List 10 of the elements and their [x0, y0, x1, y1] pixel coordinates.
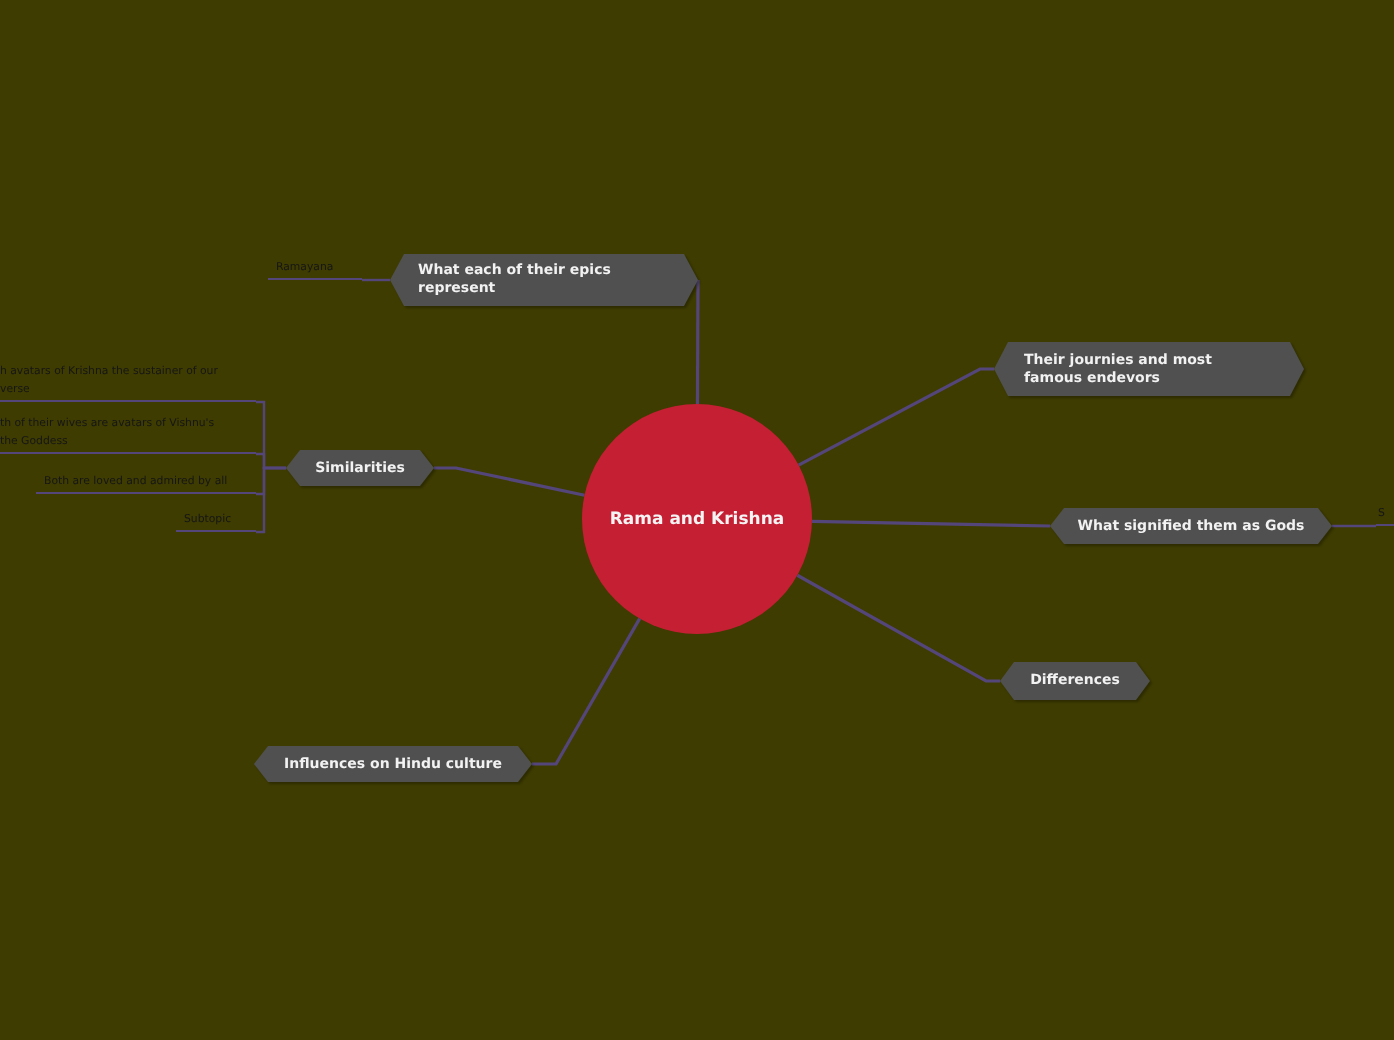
connector-line	[797, 367, 994, 467]
connector-line	[256, 466, 286, 534]
connector-line	[434, 466, 585, 497]
connector-line	[811, 519, 1051, 528]
connector-line	[695, 280, 700, 404]
central-topic-circle: Rama and Krishna	[582, 404, 812, 634]
connector-line	[532, 617, 642, 766]
connector-line	[796, 573, 1000, 683]
connector-line	[362, 278, 390, 282]
connector-line	[1332, 524, 1376, 528]
